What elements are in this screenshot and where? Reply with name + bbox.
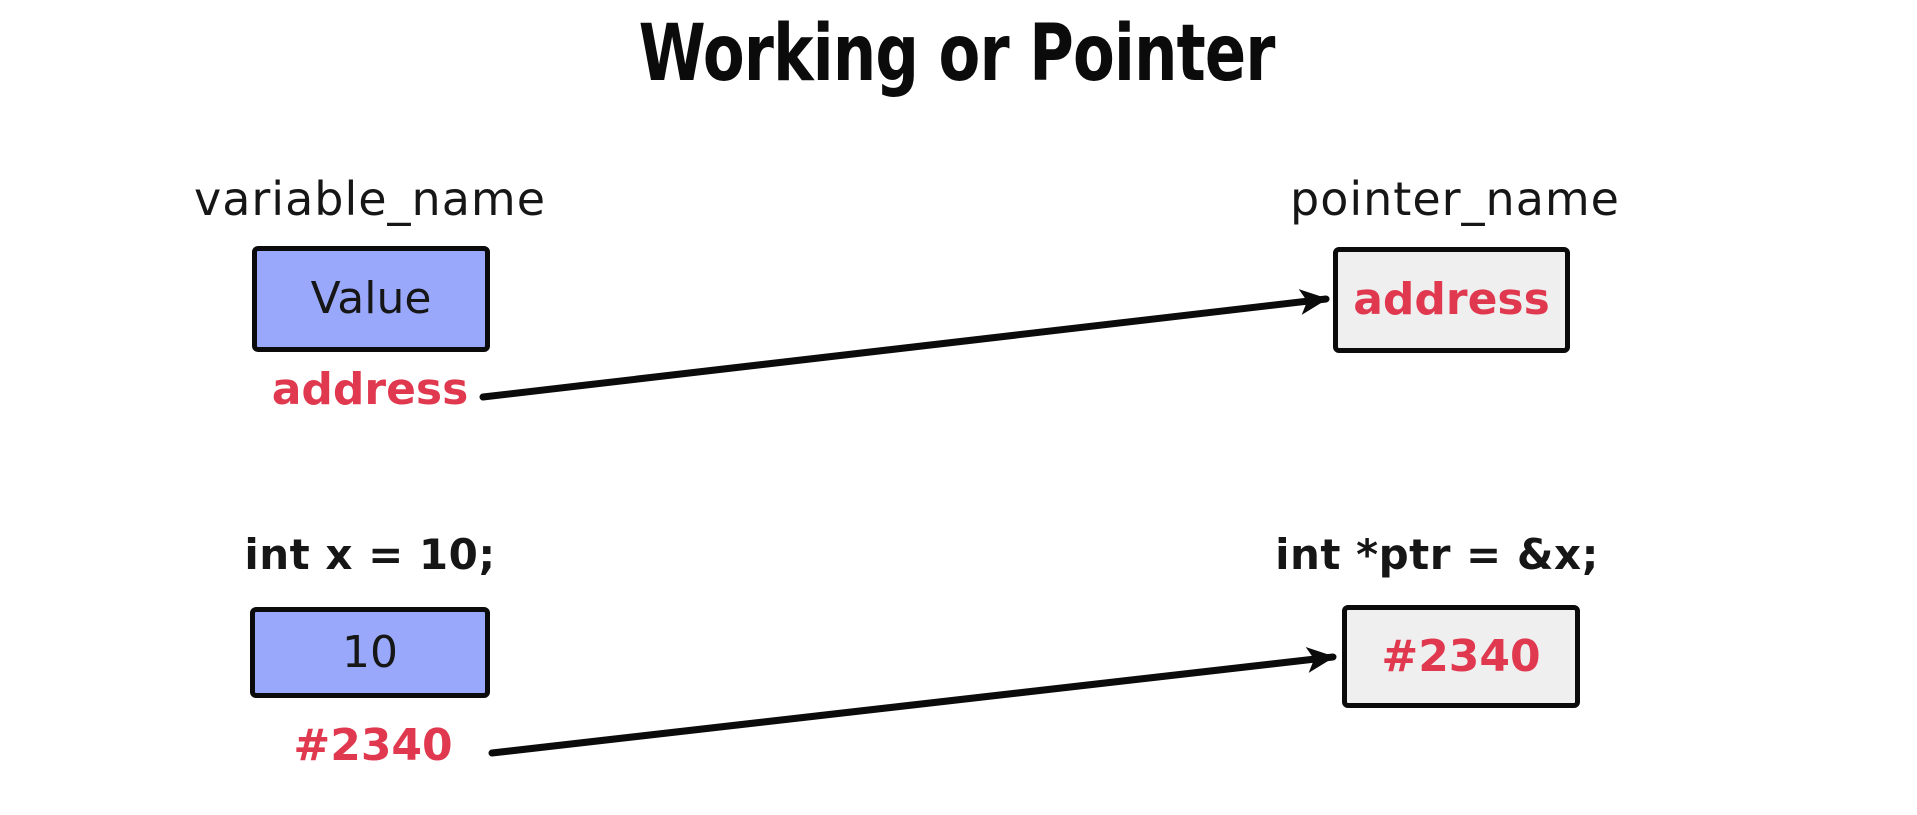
label-pointer-name: pointer_name bbox=[1290, 172, 1620, 226]
label-x-address: #2340 bbox=[293, 720, 453, 771]
arrow-variable-address-to-pointer-box bbox=[479, 289, 1330, 401]
variable-value-text: Value bbox=[310, 273, 432, 324]
pointer-value-text: address bbox=[1353, 274, 1550, 325]
label-variable-name: variable_name bbox=[193, 172, 547, 226]
ptr-value-box: #2340 bbox=[1342, 605, 1580, 708]
variable-value-box: Value bbox=[252, 246, 490, 352]
pointer-value-box: address bbox=[1333, 247, 1570, 353]
ptr-value-text: #2340 bbox=[1381, 630, 1541, 682]
arrow-x-address-to-ptr-box bbox=[488, 647, 1337, 757]
x-value-box: 10 bbox=[250, 607, 490, 698]
diagram-title-text: Working or Pointer bbox=[639, 9, 1276, 99]
label-ptr-declaration: int *ptr = &x; bbox=[1275, 530, 1599, 579]
x-value-text: 10 bbox=[342, 626, 398, 678]
label-variable-address: address bbox=[271, 364, 469, 415]
diagram-title: Working or Pointer bbox=[402, 9, 1512, 99]
label-int-x-declaration: int x = 10; bbox=[244, 530, 496, 579]
